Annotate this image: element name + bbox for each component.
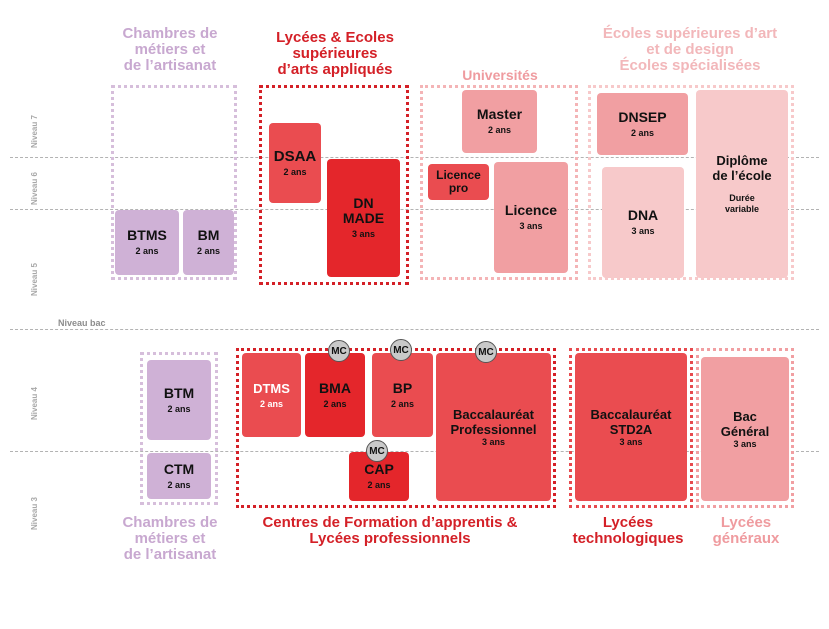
box-btm-duration: 2 ans bbox=[167, 403, 191, 414]
title-universites: Universités bbox=[462, 67, 538, 83]
box-licence-pro-name-2: pro bbox=[448, 181, 469, 195]
box-bac-std2a[interactable]: Baccalauréat STD2A 3 ans bbox=[575, 353, 687, 501]
box-ctm[interactable]: CTM 2 ans bbox=[147, 453, 211, 499]
level-line-6-5 bbox=[10, 209, 819, 210]
mc-badge-bma: MC bbox=[328, 340, 350, 362]
box-diplome[interactable]: Diplôme de l’école Durée variable bbox=[696, 90, 788, 278]
mc-badge-cap: MC bbox=[366, 440, 388, 462]
box-bm[interactable]: BM 2 ans bbox=[183, 210, 234, 275]
mc-badge-bac-pro: MC bbox=[475, 341, 497, 363]
box-dnsep-name: DNSEP bbox=[618, 108, 667, 125]
level-label-6: Niveau 6 bbox=[30, 172, 39, 205]
box-bma[interactable]: BMA 2 ans bbox=[305, 353, 365, 437]
box-bac-general[interactable]: Bac Général 3 ans bbox=[701, 357, 789, 501]
box-ctm-name: CTM bbox=[163, 460, 195, 477]
box-btm[interactable]: BTM 2 ans bbox=[147, 360, 211, 440]
box-bac-pro-duration: 3 ans bbox=[481, 436, 505, 447]
box-cap-name: CAP bbox=[364, 461, 394, 477]
level-label-7: Niveau 7 bbox=[30, 115, 39, 148]
title-lycees-generaux: Lycées généraux bbox=[712, 514, 780, 547]
title-chambres-top: Chambres de métiers et de l’artisanat bbox=[122, 25, 218, 74]
box-diplome-name-2: de l’école bbox=[712, 168, 772, 183]
box-dtms-name: DTMS bbox=[253, 380, 290, 396]
mc-badge-bp: MC bbox=[390, 339, 412, 361]
box-btms-name: BTMS bbox=[127, 227, 167, 243]
box-bac-pro[interactable]: Baccalauréat Professionnel 3 ans bbox=[436, 353, 551, 501]
group-lycees-generaux bbox=[696, 348, 794, 508]
box-bp-name: BP bbox=[392, 379, 413, 396]
box-bac-general-duration: 3 ans bbox=[733, 438, 757, 449]
box-master-duration: 2 ans bbox=[487, 125, 511, 135]
box-licence-name: Licence bbox=[504, 202, 558, 218]
level-label-5: Niveau 5 bbox=[30, 263, 39, 296]
group-chambres-top bbox=[111, 85, 237, 280]
box-btm-name: BTM bbox=[163, 384, 195, 401]
box-dtms-duration: 2 ans bbox=[259, 398, 283, 409]
box-diplome-name-1: Diplôme bbox=[716, 153, 768, 168]
title-lycees-ecoles: Lycées & Ecoles supérieures d’arts appli… bbox=[276, 29, 394, 78]
box-btms[interactable]: BTMS 2 ans bbox=[115, 210, 179, 275]
box-dnsep-duration: 2 ans bbox=[630, 127, 654, 138]
group-lycees-ecoles bbox=[259, 85, 409, 285]
box-dnmade-name-1: DN bbox=[353, 195, 374, 211]
box-cap-duration: 2 ans bbox=[367, 480, 391, 490]
box-dsaa-name: DSAA bbox=[273, 147, 317, 165]
box-bma-name: BMA bbox=[319, 379, 351, 396]
box-bac-std2a-duration: 3 ans bbox=[619, 436, 643, 447]
level-line-7-6 bbox=[10, 157, 819, 158]
box-bac-general-name-2: Général bbox=[720, 423, 770, 439]
group-universites bbox=[420, 85, 578, 280]
group-ecoles-sup bbox=[588, 85, 794, 280]
box-dsaa-duration: 2 ans bbox=[283, 166, 307, 177]
title-cfa: Centres de Formation d’apprentis & Lycée… bbox=[262, 514, 518, 547]
level-label-4: Niveau 4 bbox=[30, 387, 39, 420]
box-dtms[interactable]: DTMS 2 ans bbox=[242, 353, 301, 437]
box-licence-pro[interactable]: Licence pro bbox=[428, 164, 489, 200]
box-diplome-duration-2: variable bbox=[724, 204, 760, 214]
box-dsaa[interactable]: DSAA 2 ans bbox=[269, 123, 321, 203]
box-licence-pro-name-1: Licence bbox=[436, 168, 481, 182]
title-ecoles-sup: Écoles supérieures d’art et de design Éc… bbox=[602, 25, 778, 74]
box-bac-pro-name-2: Professionnel bbox=[450, 421, 537, 437]
box-ctm-duration: 2 ans bbox=[167, 479, 191, 490]
level-label-3: Niveau 3 bbox=[30, 497, 39, 530]
box-bac-general-name-1: Bac bbox=[733, 408, 757, 424]
box-diplome-duration-1: Durée bbox=[729, 193, 755, 203]
box-bp-duration: 2 ans bbox=[390, 398, 414, 409]
box-dna-duration: 3 ans bbox=[631, 226, 655, 236]
group-chambres-bottom bbox=[140, 352, 218, 505]
box-bma-duration: 2 ans bbox=[323, 398, 347, 409]
box-licence[interactable]: Licence 3 ans bbox=[494, 162, 568, 273]
box-dnmade-name-2: MADE bbox=[342, 210, 385, 226]
box-btms-duration: 2 ans bbox=[135, 246, 159, 256]
box-licence-duration: 3 ans bbox=[519, 221, 543, 231]
box-bp[interactable]: BP 2 ans bbox=[372, 353, 433, 437]
level-line-bac bbox=[10, 329, 819, 330]
title-lycees-techno: Lycées technologiques bbox=[572, 514, 684, 547]
box-dnmade[interactable]: DN MADE 3 ans bbox=[327, 159, 400, 277]
box-dna-name: DNA bbox=[627, 207, 659, 223]
title-chambres-bottom: Chambres de métiers et de l’artisanat bbox=[122, 514, 218, 563]
box-master[interactable]: Master 2 ans bbox=[462, 90, 537, 153]
box-dna[interactable]: DNA 3 ans bbox=[602, 167, 684, 278]
level-line-4-3 bbox=[10, 451, 819, 452]
box-bac-std2a-name-2: STD2A bbox=[609, 421, 653, 437]
level-label-bac: Niveau bac bbox=[58, 318, 106, 328]
box-master-name: Master bbox=[476, 106, 523, 122]
box-bm-name: BM bbox=[197, 227, 220, 243]
box-dnmade-duration: 3 ans bbox=[351, 229, 375, 239]
box-bm-duration: 2 ans bbox=[196, 246, 220, 256]
box-dnsep[interactable]: DNSEP 2 ans bbox=[597, 93, 688, 155]
box-bac-std2a-name-1: Baccalauréat bbox=[590, 406, 672, 422]
group-lycees-techno bbox=[569, 348, 693, 508]
box-bac-pro-name-1: Baccalauréat bbox=[453, 406, 534, 422]
